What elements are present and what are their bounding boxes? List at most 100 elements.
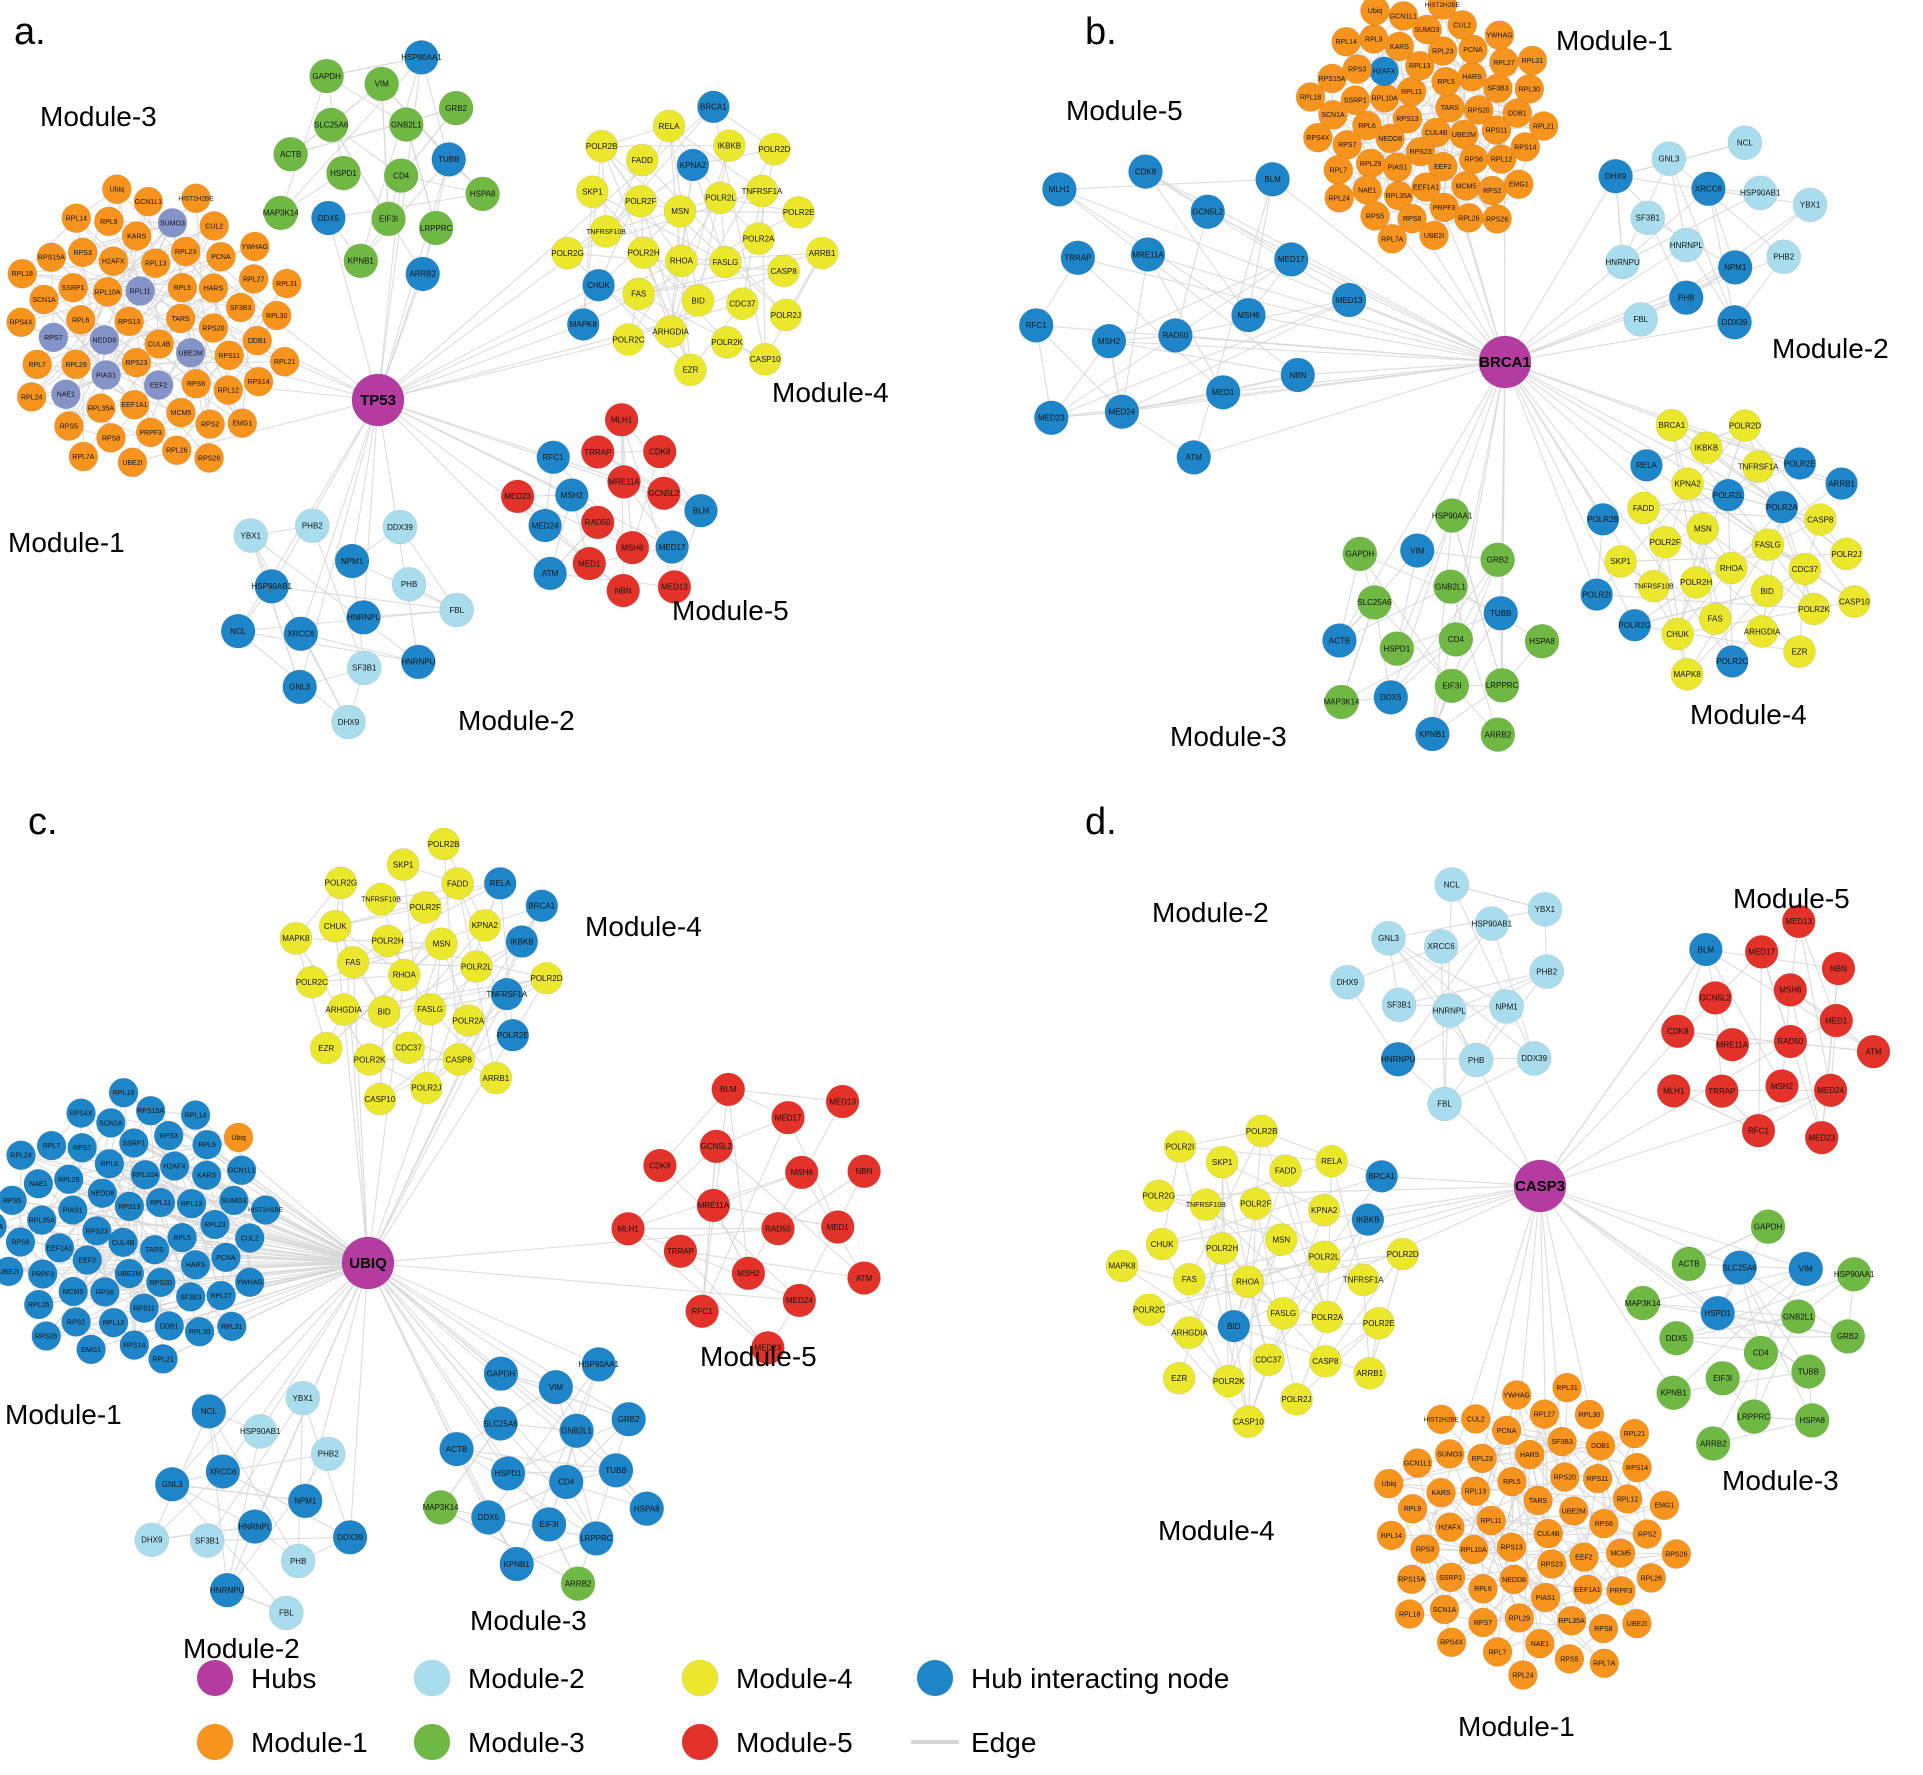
gene-node[interactable] xyxy=(36,242,67,273)
gene-node[interactable] xyxy=(1622,1608,1652,1639)
gene-node[interactable] xyxy=(624,184,657,218)
gene-node[interactable] xyxy=(382,509,418,545)
gene-node[interactable] xyxy=(273,136,308,172)
gene-node[interactable] xyxy=(1340,85,1371,115)
gene-node[interactable] xyxy=(1656,1375,1691,1411)
gene-node[interactable] xyxy=(1524,623,1560,659)
gene-node[interactable] xyxy=(1394,1599,1425,1629)
gene-node[interactable] xyxy=(1527,892,1563,927)
gene-node[interactable] xyxy=(1481,115,1512,145)
gene-node[interactable] xyxy=(98,246,129,276)
gene-node[interactable] xyxy=(1589,1508,1619,1539)
gene-node[interactable] xyxy=(709,245,742,279)
gene-node[interactable] xyxy=(1765,490,1799,524)
gene-node[interactable] xyxy=(1172,1262,1206,1296)
gene-node[interactable] xyxy=(250,1195,281,1225)
gene-node[interactable] xyxy=(713,129,746,162)
gene-node[interactable] xyxy=(1659,1320,1694,1356)
gene-node[interactable] xyxy=(1549,1462,1580,1492)
gene-node[interactable] xyxy=(36,1130,67,1161)
gene-node[interactable] xyxy=(145,1187,176,1218)
gene-node[interactable] xyxy=(1502,98,1533,128)
gene-node[interactable] xyxy=(1060,240,1096,276)
gene-node[interactable] xyxy=(1476,1505,1506,1536)
gene-node[interactable] xyxy=(612,323,645,356)
gene-node[interactable] xyxy=(94,1148,125,1179)
gene-node[interactable] xyxy=(1376,1520,1407,1551)
gene-node[interactable] xyxy=(572,546,607,581)
gene-node[interactable] xyxy=(125,276,155,306)
gene-node[interactable] xyxy=(1536,1549,1567,1579)
gene-node[interactable] xyxy=(674,353,707,387)
gene-node[interactable] xyxy=(1377,224,1408,254)
gene-node[interactable] xyxy=(1396,1564,1427,1595)
gene-node[interactable] xyxy=(401,644,436,680)
gene-node[interactable] xyxy=(665,244,698,278)
gene-node[interactable] xyxy=(442,1043,476,1076)
gene-node[interactable] xyxy=(1360,201,1390,231)
gene-node[interactable] xyxy=(1342,536,1378,572)
gene-node[interactable] xyxy=(1781,1299,1816,1334)
gene-node[interactable] xyxy=(205,1454,241,1489)
gene-node[interactable] xyxy=(767,254,800,288)
gene-node[interactable] xyxy=(1580,578,1613,611)
gene-node[interactable] xyxy=(625,143,659,177)
gene-node[interactable] xyxy=(1572,1574,1603,1605)
gene-node[interactable] xyxy=(326,155,361,191)
gene-node[interactable] xyxy=(576,175,609,209)
gene-node[interactable] xyxy=(1717,250,1753,285)
gene-node[interactable] xyxy=(483,1356,519,1391)
gene-node[interactable] xyxy=(1357,585,1392,620)
gene-node[interactable] xyxy=(53,1164,84,1195)
gene-node[interactable] xyxy=(159,1151,190,1181)
gene-node[interactable] xyxy=(38,322,69,353)
gene-node[interactable] xyxy=(1586,503,1620,536)
gene-node[interactable] xyxy=(1365,1160,1398,1193)
gene-node[interactable] xyxy=(1504,1603,1535,1633)
gene-node[interactable] xyxy=(237,1509,273,1544)
gene-node[interactable] xyxy=(1605,1538,1636,1568)
gene-node[interactable] xyxy=(1501,1380,1532,1410)
gene-node[interactable] xyxy=(425,927,458,961)
gene-node[interactable] xyxy=(1091,323,1127,359)
gene-node[interactable] xyxy=(627,236,660,269)
gene-node[interactable] xyxy=(1468,1573,1498,1604)
gene-node[interactable] xyxy=(148,1344,178,1374)
gene-node[interactable] xyxy=(1742,175,1778,211)
gene-node[interactable] xyxy=(1331,282,1367,318)
gene-node[interactable] xyxy=(784,1155,819,1190)
gene-node[interactable] xyxy=(1317,63,1347,94)
gene-node[interactable] xyxy=(805,236,839,270)
gene-node[interactable] xyxy=(86,393,116,423)
gene-node[interactable] xyxy=(1698,602,1732,636)
gene-node[interactable] xyxy=(1788,1251,1824,1287)
gene-node[interactable] xyxy=(1489,989,1524,1024)
gene-node[interactable] xyxy=(1353,1357,1387,1390)
gene-node[interactable] xyxy=(311,200,346,236)
gene-node[interactable] xyxy=(170,236,201,267)
gene-node[interactable] xyxy=(490,977,524,1011)
gene-node[interactable] xyxy=(367,995,401,1029)
gene-node[interactable] xyxy=(745,174,779,208)
gene-node[interactable] xyxy=(1783,635,1816,668)
gene-node[interactable] xyxy=(1830,537,1863,571)
gene-node[interactable] xyxy=(1434,498,1470,533)
gene-node[interactable] xyxy=(140,248,171,278)
gene-node[interactable] xyxy=(418,210,454,246)
gene-node[interactable] xyxy=(1429,192,1459,223)
gene-node[interactable] xyxy=(1655,408,1689,442)
gene-node[interactable] xyxy=(769,298,803,332)
gene-node[interactable] xyxy=(1552,1372,1582,1403)
gene-node[interactable] xyxy=(1588,1613,1619,1644)
gene-node[interactable] xyxy=(261,300,292,331)
gene-node[interactable] xyxy=(820,1210,855,1244)
gene-node[interactable] xyxy=(61,1307,91,1337)
gene-node[interactable] xyxy=(696,1188,731,1223)
gene-node[interactable] xyxy=(1474,906,1510,941)
gene-node[interactable] xyxy=(242,325,273,356)
gene-node[interactable] xyxy=(1482,204,1512,234)
gene-node[interactable] xyxy=(343,243,379,279)
gene-node[interactable] xyxy=(1750,1209,1786,1244)
gene-node[interactable] xyxy=(1830,1319,1866,1354)
gene-node[interactable] xyxy=(611,1211,645,1246)
